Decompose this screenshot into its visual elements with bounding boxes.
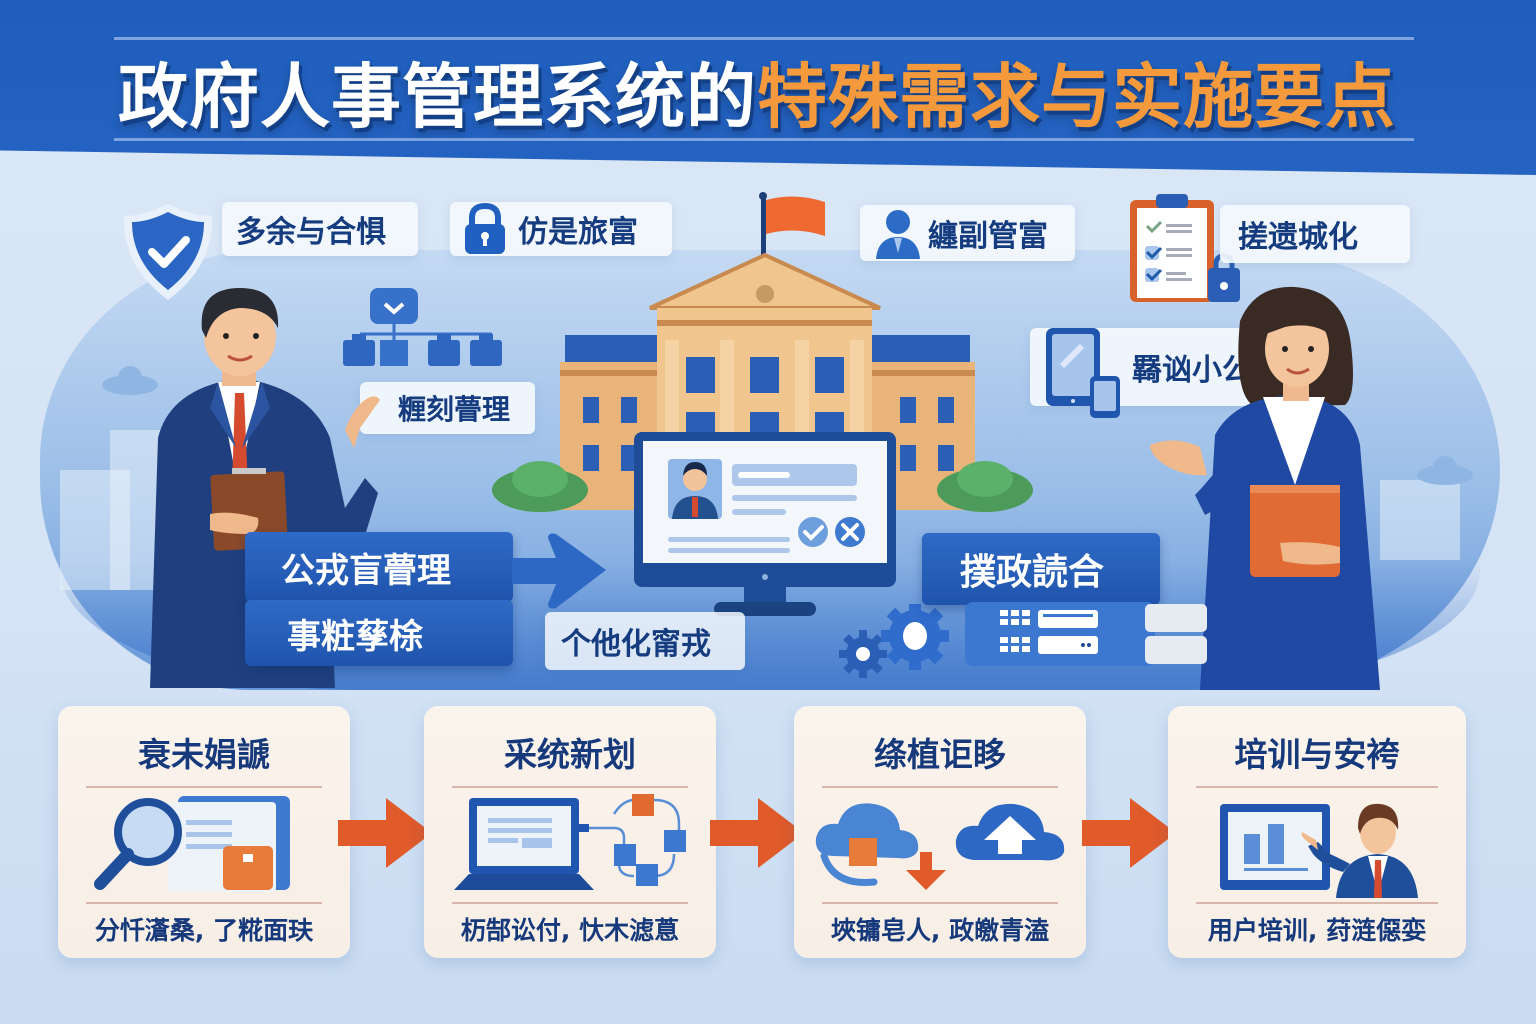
- banner-text: 公戎盲瞢理: [281, 550, 451, 591]
- page-title: 政府人事管理系统的特殊需求与实施要点: [118, 52, 1396, 142]
- step-title: 绦植讵眵: [874, 735, 1006, 774]
- user-icon: [876, 210, 920, 259]
- gears-icon: [839, 604, 949, 678]
- card-divider: [1196, 786, 1438, 788]
- bush-icon: [937, 461, 1033, 512]
- feature-label-text: 糎刻瞢理: [398, 393, 511, 426]
- feature-label-org: 糎刻瞢理: [360, 382, 535, 434]
- laptop-network-icon: [454, 794, 686, 890]
- feature-label-process: 搓遗城化: [1220, 205, 1410, 263]
- tablet-phone-icon: [1046, 328, 1120, 418]
- cloud-migration-icon: [815, 803, 1065, 890]
- feature-label-security: 多余与合惧: [222, 202, 418, 256]
- presenter-chart-icon: [1220, 803, 1418, 898]
- arrow-right-icon: [710, 798, 804, 868]
- step-card-design: 采统新划 杤郜讼付, 忕木滤蒠: [424, 706, 716, 958]
- bush-icon: [492, 461, 588, 512]
- card-divider: [86, 786, 322, 788]
- caption-text: 个他化甯戎: [561, 627, 711, 662]
- bg-building: [1380, 480, 1460, 560]
- header-divider-bottom: [114, 138, 1414, 141]
- feature-label-text: 羇讻小公: [1132, 353, 1252, 388]
- monitor-profile-icon: [634, 432, 896, 616]
- banner-text: 撲政読合: [960, 552, 1105, 593]
- step-description: 用户培训, 荮涟僫娈: [1207, 916, 1427, 945]
- server-rack-icon: [965, 602, 1207, 666]
- org-chart-icon: [343, 288, 502, 366]
- step-description: 杤郜讼付, 忕木滤蒠: [460, 916, 680, 945]
- step-card-migration: 绦植讵眵 埉镛皂人, 政皦青溘: [794, 706, 1086, 958]
- step-title: 采统新划: [504, 735, 636, 774]
- feature-label-privacy: 仿是旅富: [450, 202, 672, 256]
- step-description: 分忏濸桑, 了糀面玞: [94, 916, 314, 945]
- card-divider: [822, 786, 1058, 788]
- magnifier-document-icon: [94, 796, 290, 892]
- feature-label-text: 纏副管富: [928, 219, 1048, 254]
- arrow-right-icon: [338, 798, 432, 868]
- caption-personalization: 个他化甯戎: [545, 612, 745, 670]
- card-divider: [86, 902, 322, 904]
- step-title: 培训与安袴: [1234, 735, 1400, 774]
- header-band: [0, 0, 1536, 175]
- banner-text: 事粧孶梌: [287, 616, 423, 657]
- feature-label-text: 多余与合惧: [236, 215, 386, 250]
- card-divider: [822, 902, 1058, 904]
- step-card-requirements: 衰未娟謕 分忏濸桑, 了糀面玞: [58, 706, 350, 958]
- banner-civil-servant-management: 公戎盲瞢理: [245, 532, 513, 602]
- card-divider: [452, 902, 688, 904]
- banner-personnel-archive: 事粧孶梌: [245, 600, 513, 666]
- feature-label-text: 搓遗城化: [1238, 220, 1358, 255]
- clipboard-checklist-icon: [1130, 194, 1240, 302]
- cloud-icon: [1417, 456, 1473, 485]
- shield-check-icon: [123, 204, 213, 300]
- card-divider: [452, 786, 688, 788]
- feature-label-text: 仿是旅富: [518, 215, 638, 250]
- banner-data-integration: 撲政読合: [922, 533, 1160, 605]
- header-divider-top: [114, 37, 1414, 40]
- feature-label-permissions: 纏副管富: [860, 205, 1075, 261]
- arrow-right-icon: [1082, 798, 1176, 868]
- female-official-illustration: [1150, 286, 1380, 690]
- arrow-right-icon: [512, 533, 606, 609]
- step-card-training: 培训与安袴 用户培训, 荮涟僫娈: [1168, 706, 1466, 958]
- step-description: 埉镛皂人, 政皦青溘: [830, 916, 1050, 945]
- cloud-icon: [102, 366, 158, 395]
- step-title: 衰未娟謕: [138, 735, 270, 774]
- feature-label-mobile: 羇讻小公: [1030, 328, 1270, 418]
- title-highlight: 特殊需求与实施要点: [757, 56, 1396, 138]
- lock-icon: [465, 202, 505, 254]
- card-divider: [1196, 902, 1438, 904]
- title-main: 政府人事管理系统的: [118, 56, 757, 138]
